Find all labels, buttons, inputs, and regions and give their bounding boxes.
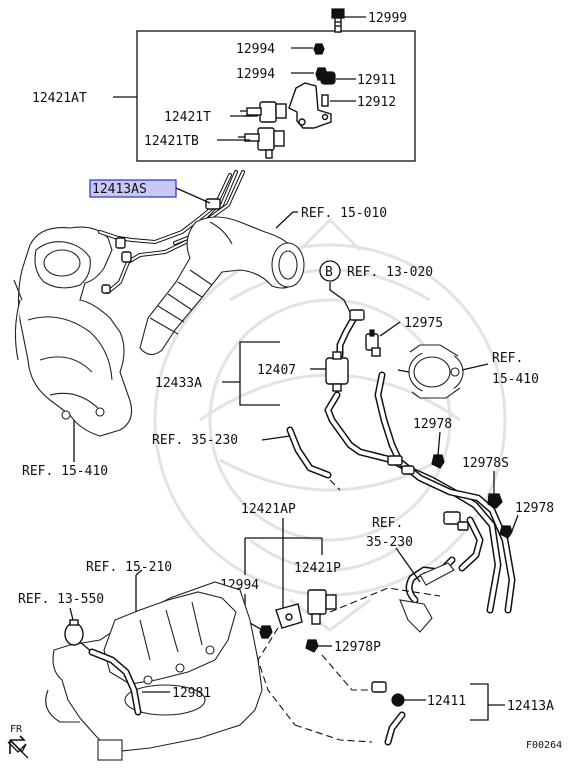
nut-12994-lower-label[interactable]: 12994 xyxy=(236,67,275,82)
ref-b-letter: B xyxy=(325,265,333,280)
ref-35-230-right-line1: REF. xyxy=(372,516,403,531)
diagram-id: F00264 xyxy=(526,740,562,751)
solenoid-valve-icon xyxy=(240,101,287,123)
sensor-icon xyxy=(64,619,93,653)
front-arrow-icon xyxy=(7,735,29,759)
hose-12413a-label[interactable]: 12413A xyxy=(507,699,554,714)
filter-12407-label[interactable]: 12407 xyxy=(257,363,296,378)
nut-icon xyxy=(313,43,325,55)
ref-15-410-right-line2: 15-410 xyxy=(492,372,539,387)
nut-icon xyxy=(259,625,273,639)
valve-12421t-label[interactable]: 12421T xyxy=(164,110,211,125)
air-intake-hose xyxy=(139,216,305,356)
hose-12413as-label[interactable]: 12413AS xyxy=(92,182,147,197)
fuel-vapor-filter xyxy=(325,351,349,392)
bushing-icon xyxy=(320,71,336,85)
clip-icon xyxy=(487,493,503,509)
clamp-12975-label[interactable]: 12975 xyxy=(404,316,443,331)
valve-12421tb-label[interactable]: 12421TB xyxy=(144,134,199,149)
ref-35-230-right-line2: 35-230 xyxy=(366,535,413,550)
hose-12433a-label[interactable]: 12433A xyxy=(155,376,202,391)
ref-15-410-right-label[interactable]: REF. 15-410 xyxy=(492,351,539,387)
bushing-12911-label[interactable]: 12911 xyxy=(357,73,396,88)
vacuum-hose-segment xyxy=(371,681,406,746)
clip-icon xyxy=(305,639,319,653)
bolt-12999-label[interactable]: 12999 xyxy=(368,11,407,26)
bolt-icon xyxy=(331,8,345,33)
clip-icon xyxy=(431,454,445,469)
clip-icon xyxy=(321,94,329,107)
intake-manifold-outline xyxy=(45,581,263,761)
nut-12994-upper-label[interactable]: 12994 xyxy=(236,42,275,57)
turbocharger-outline xyxy=(13,226,133,437)
wastegate-actuator xyxy=(397,344,464,399)
bracket-icon xyxy=(288,82,332,129)
clip-12912-label[interactable]: 12912 xyxy=(357,95,396,110)
ref-b-circle-icon xyxy=(319,260,341,282)
ref-35-230-mid-label[interactable]: REF. 35-230 xyxy=(152,433,238,448)
clip-12978-a-label[interactable]: 12978 xyxy=(413,417,452,432)
valve-12421ap-label[interactable]: 12421AP xyxy=(241,502,296,517)
clip-icon xyxy=(499,525,513,539)
assembly-at-label[interactable]: 12421AT xyxy=(32,91,87,106)
ref-13-550-label[interactable]: REF. 13-550 xyxy=(18,592,104,607)
ref-15-410-left-label[interactable]: REF. 15-410 xyxy=(22,464,108,479)
hose-12981-label[interactable]: 12981 xyxy=(172,686,211,701)
hose-12411-label[interactable]: 12411 xyxy=(427,694,466,709)
ref-15-410-right-line1: REF. xyxy=(492,351,523,366)
clamp-icon xyxy=(365,329,381,357)
clip-12978-b-label[interactable]: 12978 xyxy=(515,501,554,516)
assembly-box xyxy=(136,30,416,162)
ref-35-230-right-label[interactable]: REF. 35-230 xyxy=(366,516,413,550)
valve-12421p-label[interactable]: 12421P xyxy=(294,561,341,576)
ref-15-010-label[interactable]: REF. 15-010 xyxy=(301,206,387,221)
ref-13-020-label[interactable]: REF. 13-020 xyxy=(347,265,433,280)
solenoid-valve-icon xyxy=(238,127,285,159)
front-direction-label: FR xyxy=(10,724,23,735)
clip-12978p-label[interactable]: 12978P xyxy=(334,640,381,655)
clip-12978s-label[interactable]: 12978S xyxy=(462,456,509,471)
ref-15-210-label[interactable]: REF. 15-210 xyxy=(86,560,172,575)
solenoid-valve-icon xyxy=(275,589,337,629)
